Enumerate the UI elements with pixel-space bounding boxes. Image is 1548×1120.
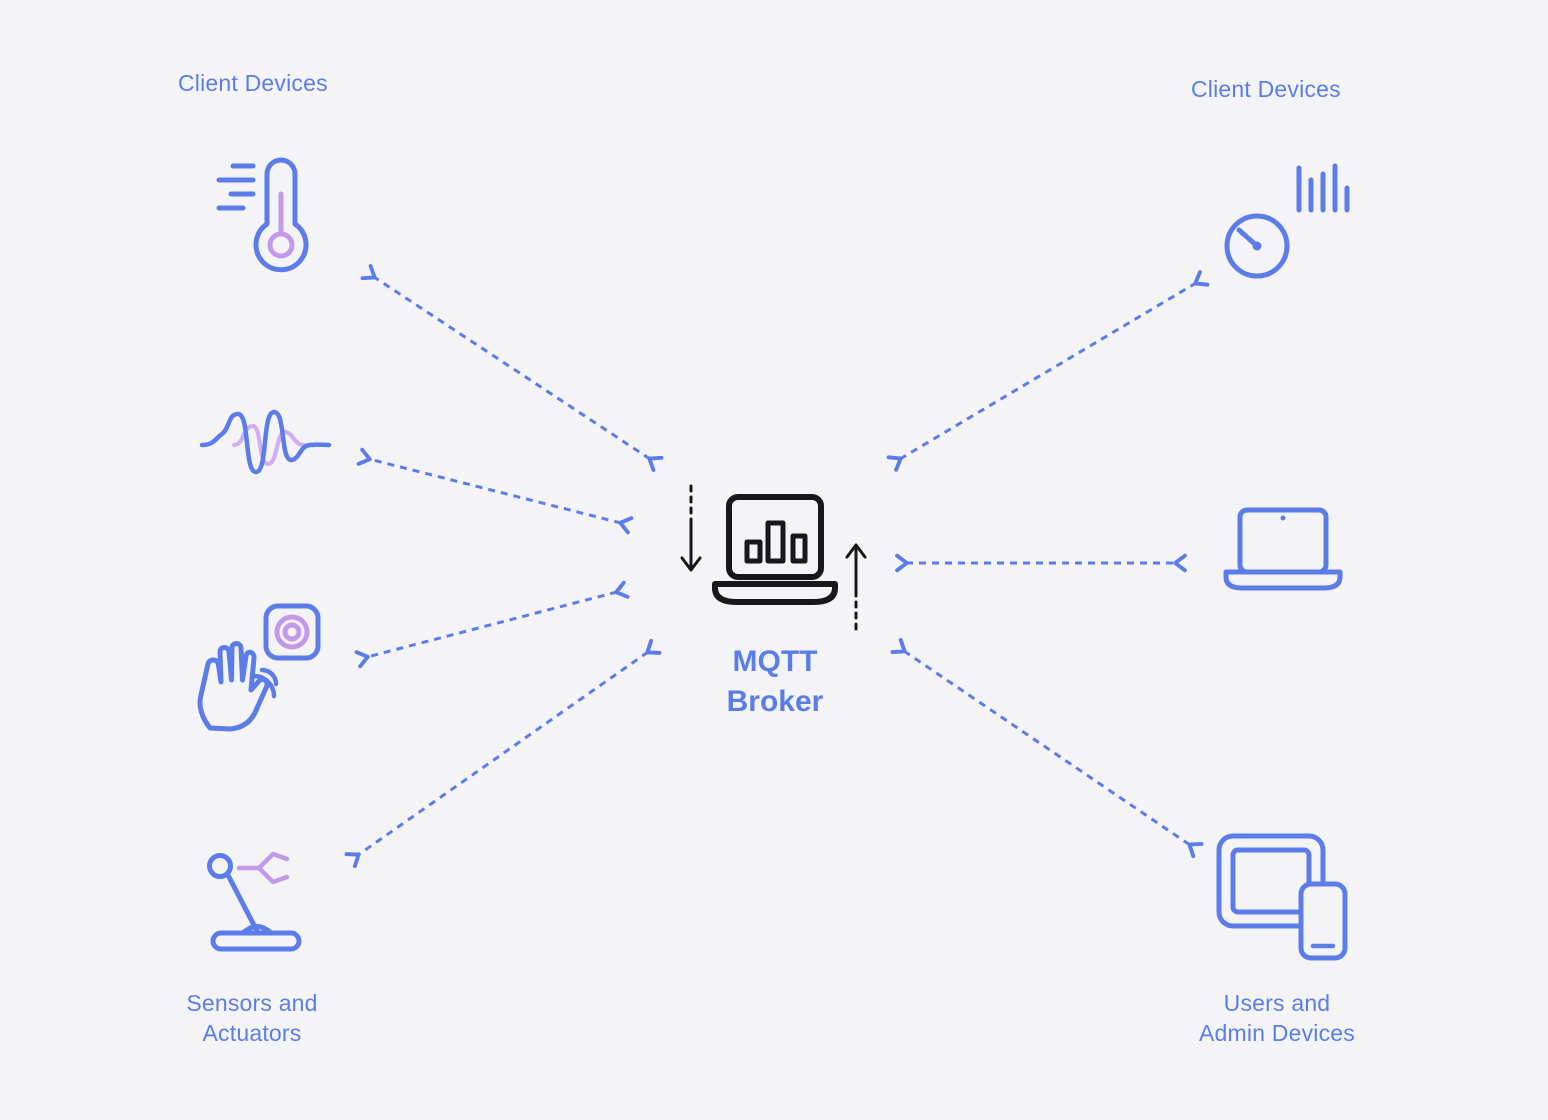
bar-chart-icon [744,520,808,564]
mqtt-broker-label-line1: MQTT [732,645,818,678]
gauge-node [1213,158,1353,288]
hand-icon [197,641,270,732]
laptop-icon [1223,507,1343,591]
phone-icon [1298,881,1348,961]
users-admin-label-line1: Users and [1223,990,1331,1016]
laptop-node [1218,505,1348,605]
thermometer-icon [216,157,309,273]
link-broker-gauge [886,270,1210,472]
client-devices-right-label: Client Devices [1191,76,1341,102]
tablet-and-phone-icon [1216,833,1348,961]
sound-wave-icon [199,409,332,475]
link-broker-hand-sensor [354,580,630,669]
link-broker-tablet-phone [890,637,1204,859]
sensors-actuators-label-line2: Actuators [202,1020,302,1046]
hand-proximity-sensor-icon [197,603,321,732]
link-broker-thermometer [360,264,664,472]
actuator-node [195,828,320,956]
sound-wave-node [198,402,333,487]
users-admin-label-line2: Admin Devices [1199,1020,1355,1046]
link-broker-actuator [344,638,662,869]
sensors-actuators-label: Sensors and Actuators [142,988,362,1048]
sensors-actuators-label-line1: Sensors and [186,990,318,1016]
mqtt-broker-label-line2: Broker [726,685,824,718]
link-broker-sound-wave [356,447,634,535]
joystick-actuator-icon [207,851,302,952]
client-devices-left-label: Client Devices [178,70,328,96]
mqtt-broker-node [703,492,848,614]
publish-down-arrow [680,484,702,572]
thermometer-node [205,152,325,282]
subscribe-up-arrow [845,543,867,633]
gauge-meter-icon [1224,163,1350,279]
users-admin-label: Users and Admin Devices [1137,988,1417,1048]
tablet-phone-node [1213,828,1348,963]
mqtt-broker-laptop-chart-icon [712,494,838,605]
hand-sensor-node [192,598,327,733]
mqtt-broker-label: MQTT Broker [675,642,875,722]
